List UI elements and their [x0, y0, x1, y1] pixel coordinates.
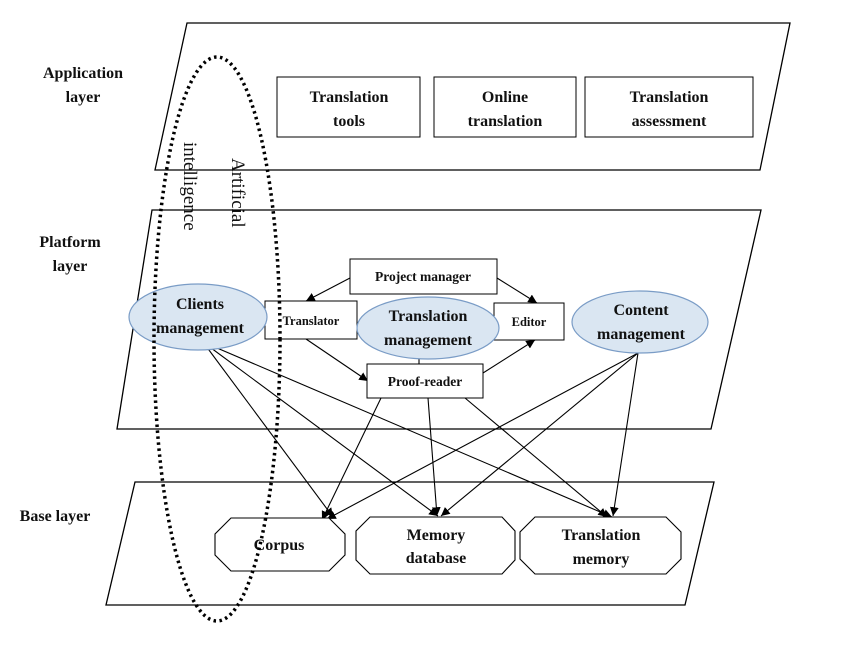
content-management-ellipse: [571, 290, 709, 354]
translation-assessment-label-2: assessment: [632, 113, 707, 130]
translation-management-ellipse: [356, 296, 500, 360]
translation-tools-box: [276, 76, 421, 138]
edge-content-corpus: [326, 352, 639, 520]
artificial-intelligence-ellipse: [152, 55, 282, 623]
content-management-label-1: Content: [613, 302, 669, 319]
translation-tools-label-1: Translation: [310, 89, 389, 106]
project-manager-box: [349, 258, 498, 295]
ai-label-line1: Artificial: [227, 158, 248, 228]
editor-label: Editor: [512, 315, 547, 329]
translation-management-label-1: Translation: [389, 308, 468, 325]
project-manager-label: Project manager: [375, 269, 471, 284]
application-layer-plane: [154, 22, 791, 171]
content-management-label-2: management: [597, 326, 686, 343]
platform-layer-plane: [116, 209, 762, 430]
corpus-node: [214, 517, 346, 572]
proof-reader-label: Proof-reader: [388, 374, 462, 389]
corpus-label: Corpus: [254, 537, 305, 554]
translation-memory-node: [519, 516, 682, 575]
translation-memory-label-1: Translation: [562, 527, 641, 544]
online-translation-label-2: translation: [468, 113, 543, 130]
translation-assessment-box: [584, 76, 754, 138]
edge-content-transmemory: [609, 352, 639, 517]
edge-pm-editor: [496, 277, 538, 304]
edge-proofreader-memorydb: [427, 397, 441, 517]
platform-layer-label-2: layer: [53, 258, 88, 275]
clients-management-ellipse: [128, 283, 268, 351]
edge-clients-transmemory: [202, 341, 613, 518]
platform-layer-label-1: Platform: [39, 234, 101, 251]
online-translation-box: [433, 76, 577, 138]
connections: [202, 277, 639, 521]
edge-content-memorydb: [440, 352, 639, 517]
edge-clients-corpus: [202, 341, 334, 518]
online-translation-label-1: Online: [482, 89, 528, 106]
translator-label: Translator: [283, 314, 340, 328]
memory-database-node: [355, 516, 516, 575]
application-layer-label-2: layer: [66, 89, 101, 106]
edge-pm-translator: [305, 277, 351, 302]
clients-management-label-1: Clients: [176, 296, 224, 313]
memory-database-label-2: database: [406, 550, 466, 567]
editor-box: [493, 302, 565, 341]
translation-assessment-label-1: Translation: [630, 89, 709, 106]
translation-tools-label-2: tools: [333, 113, 365, 130]
translation-memory-label-2: memory: [573, 551, 630, 568]
translation-management-label-2: management: [384, 332, 473, 349]
edge-clients-memorydb: [202, 341, 439, 517]
edge-proofreader-corpus: [321, 397, 382, 521]
edge-translator-proofreader: [305, 338, 369, 382]
ai-label-line2: intelligence: [179, 142, 200, 231]
base-layer-label: Base layer: [20, 508, 91, 525]
application-layer-label-1: Application: [43, 65, 123, 82]
base-layer-plane: [105, 481, 715, 606]
proof-reader-box: [366, 363, 484, 399]
clients-management-label-2: management: [156, 320, 245, 337]
memory-database-label-1: Memory: [407, 527, 466, 544]
edge-proofreader-transmemory: [464, 397, 608, 518]
